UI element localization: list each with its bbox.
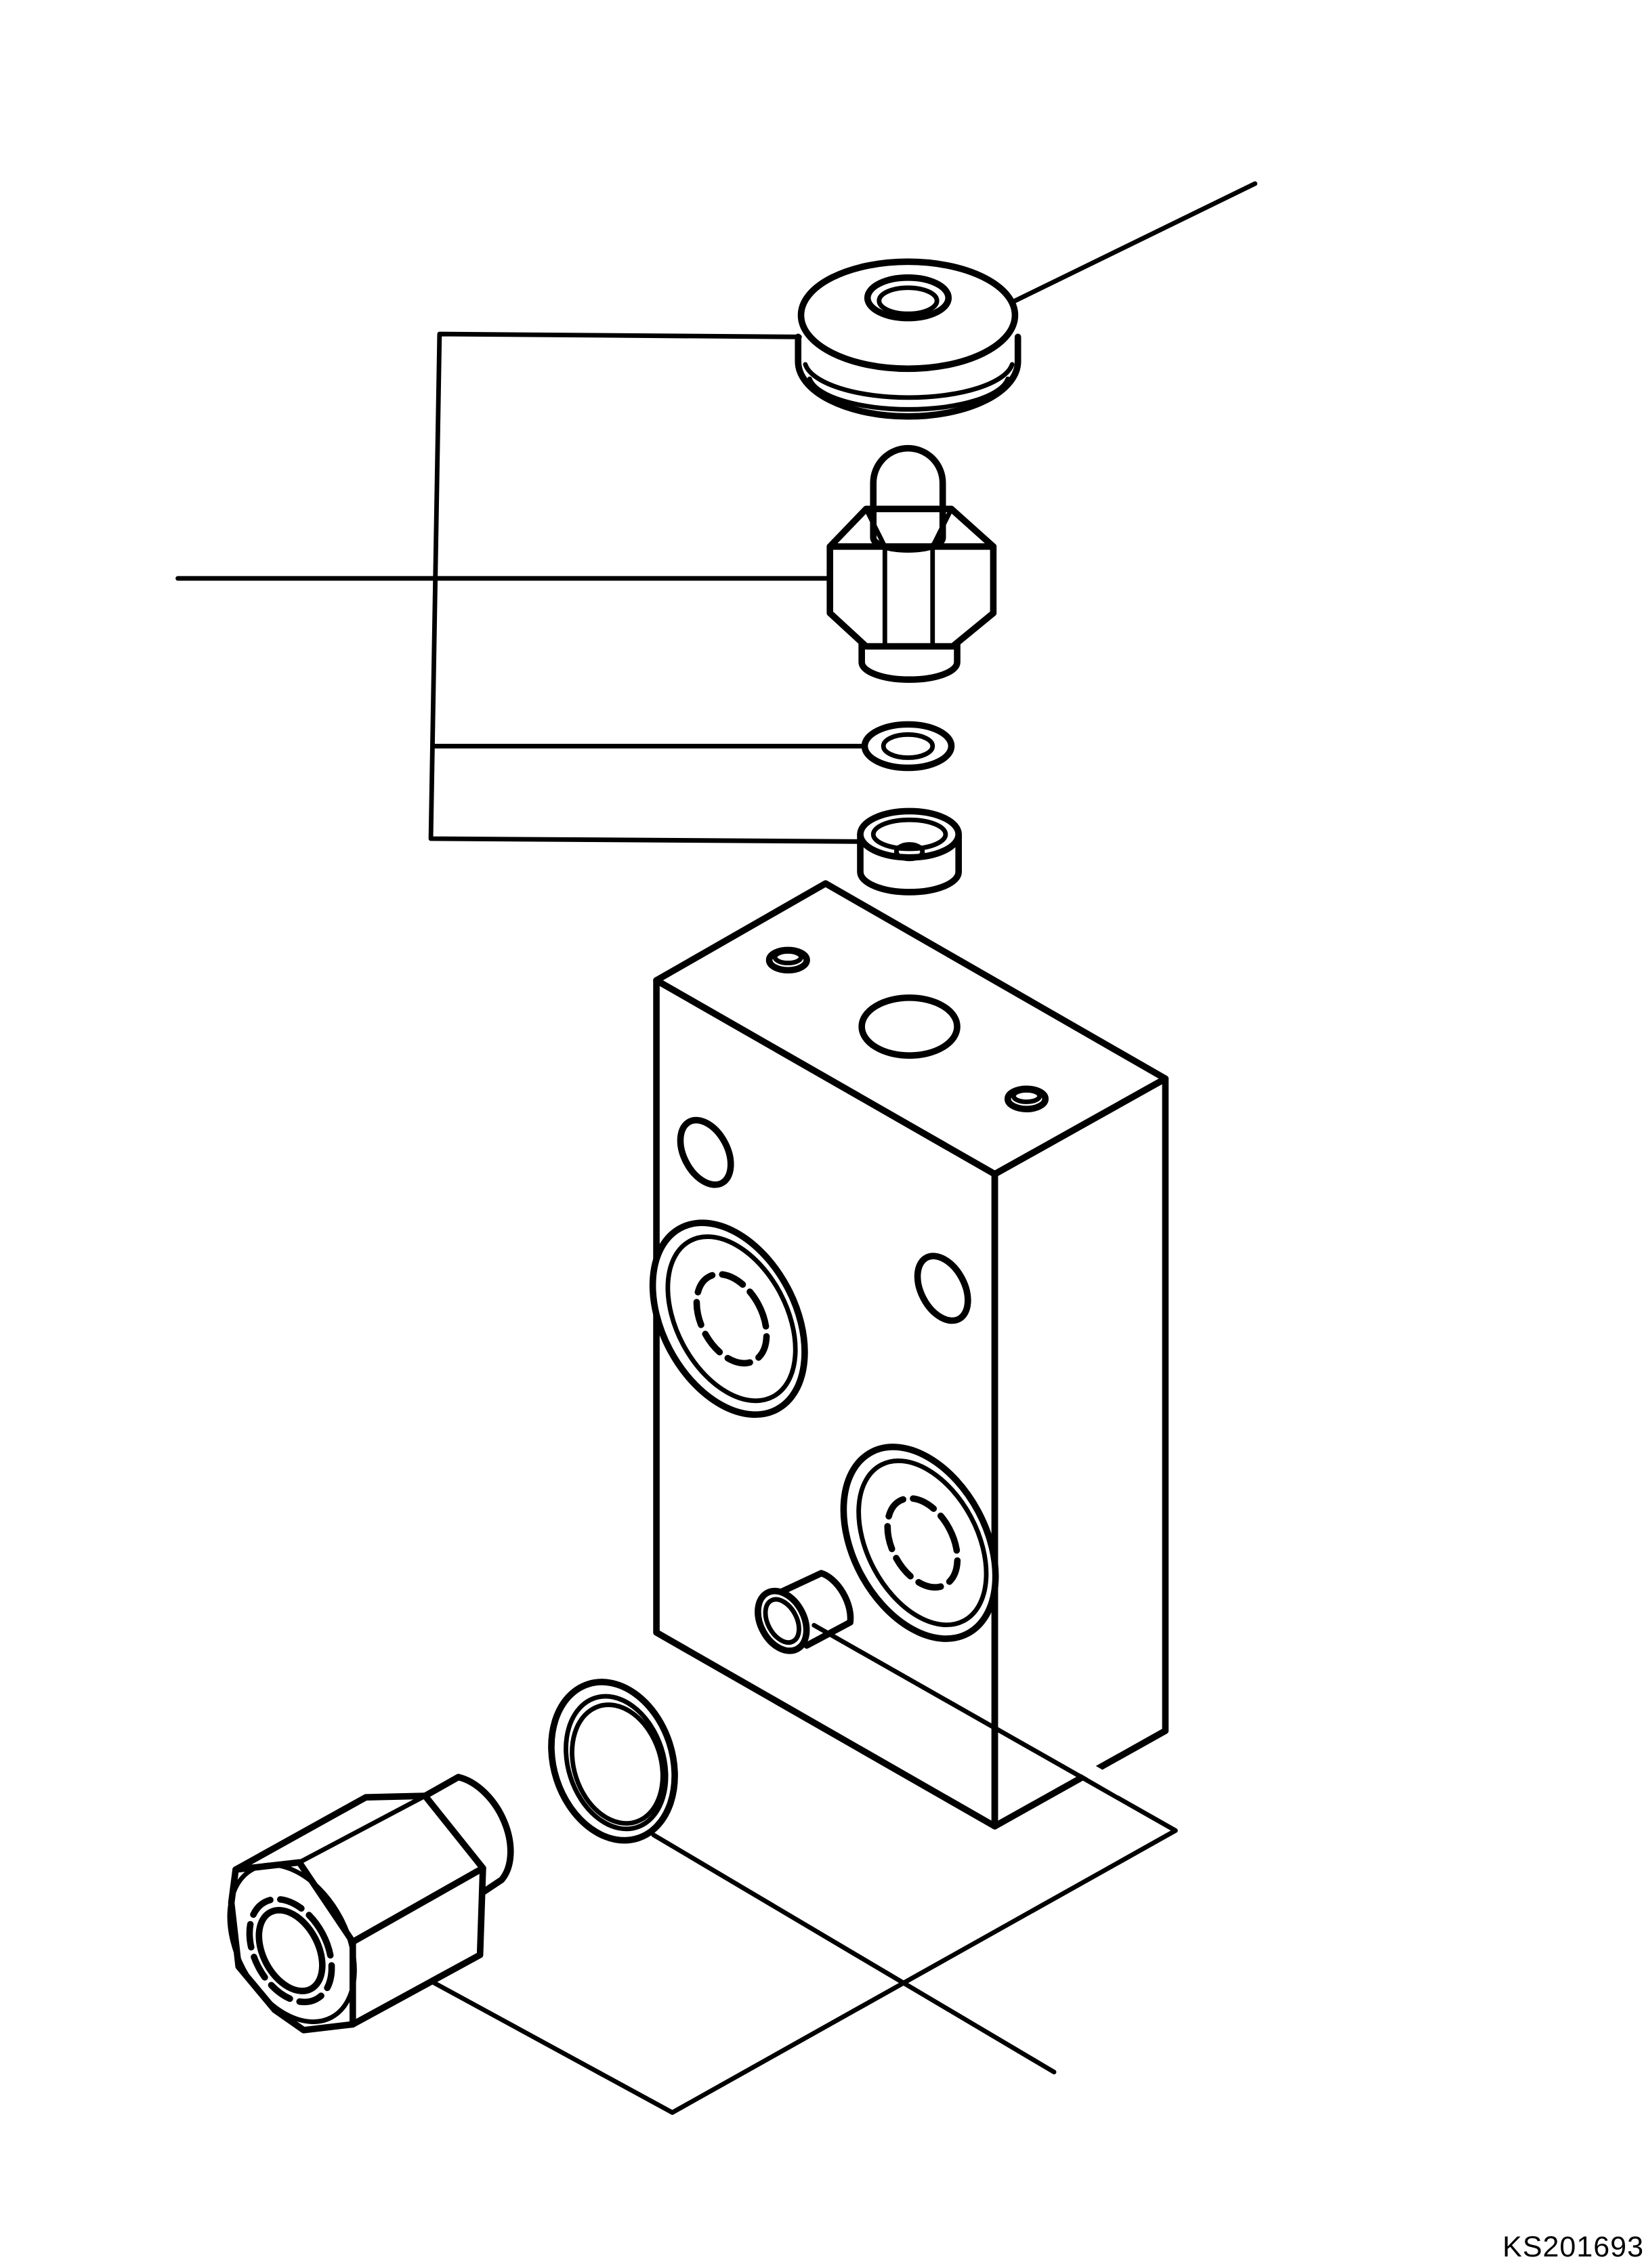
hex-connector bbox=[227, 1773, 514, 2034]
cup-seat bbox=[857, 807, 962, 896]
plug bbox=[826, 444, 997, 684]
leader-cap-right bbox=[1007, 181, 1258, 306]
leader-group-bracket bbox=[428, 331, 863, 844]
valve-block bbox=[649, 880, 1169, 1830]
o-ring bbox=[548, 1679, 678, 1844]
drawing-code-label: KS201693 bbox=[1502, 2231, 1644, 2263]
washer bbox=[861, 721, 955, 772]
leader-pin-vee bbox=[425, 1622, 1178, 2115]
cap bbox=[795, 258, 1021, 420]
dowel-pin bbox=[755, 1570, 854, 1654]
leader-oring bbox=[651, 1832, 1057, 2075]
